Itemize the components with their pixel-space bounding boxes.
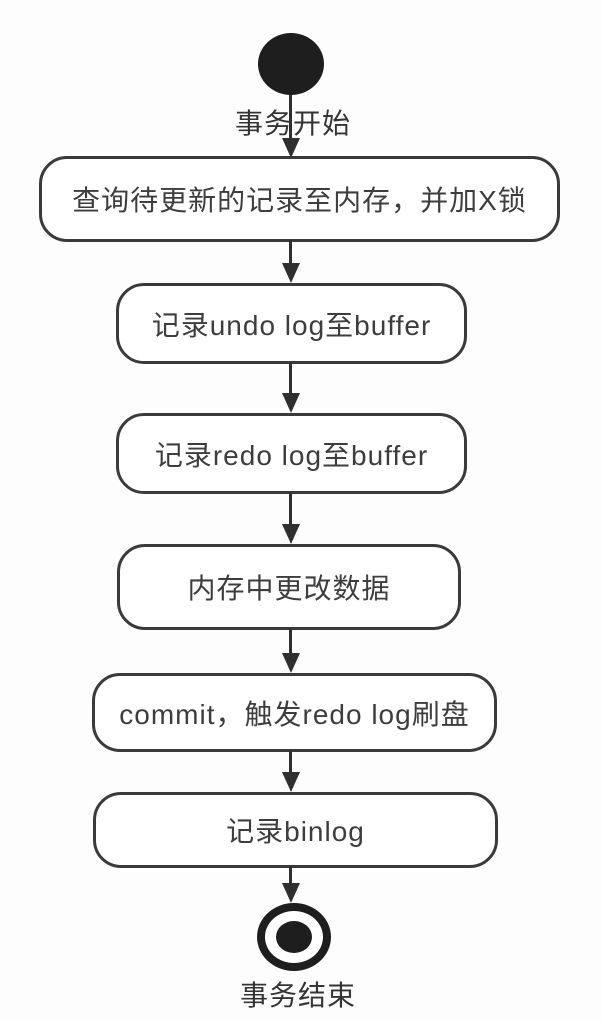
activity-redo-log-label: 记录redo log至buffer — [154, 439, 429, 471]
activity-redo-log: 记录redo log至buffer — [116, 413, 467, 494]
flow-arrow-start-to-query — [289, 95, 292, 138]
final-node-dot — [276, 921, 312, 953]
activity-update-memory: 内存中更改数据 — [117, 544, 461, 630]
activity-undo-log: 记录undo log至buffer — [116, 283, 467, 364]
activity-query-lock: 查询待更新的记录至内存，并加X锁 — [39, 156, 560, 242]
flow-arrow-redo-to-memory — [289, 493, 292, 524]
end-label: 事务结束 — [239, 980, 356, 1011]
activity-query-lock-label: 查询待更新的记录至内存，并加X锁 — [72, 185, 527, 216]
activity-commit-flush: commit，触发redo log刷盘 — [92, 673, 497, 752]
flow-arrow-memory-to-commit — [289, 629, 292, 653]
activity-undo-log-label: 记录undo log至buffer — [151, 309, 432, 341]
activity-binlog-label: 记录binlog — [226, 816, 365, 847]
flow-arrow-binlog-to-end — [289, 866, 292, 883]
flow-arrow-undo-to-redo — [289, 363, 292, 393]
flow-arrow-commit-to-binlog — [289, 751, 292, 772]
start-label: 事务开始 — [234, 108, 351, 139]
activity-binlog: 记录binlog — [93, 792, 498, 868]
initial-node-icon — [258, 33, 324, 95]
activity-commit-flush-label: commit，触发redo log刷盘 — [119, 698, 470, 730]
final-node-icon — [257, 903, 331, 971]
activity-update-memory-label: 内存中更改数据 — [187, 573, 391, 604]
flow-arrow-query-to-undo — [289, 240, 292, 263]
